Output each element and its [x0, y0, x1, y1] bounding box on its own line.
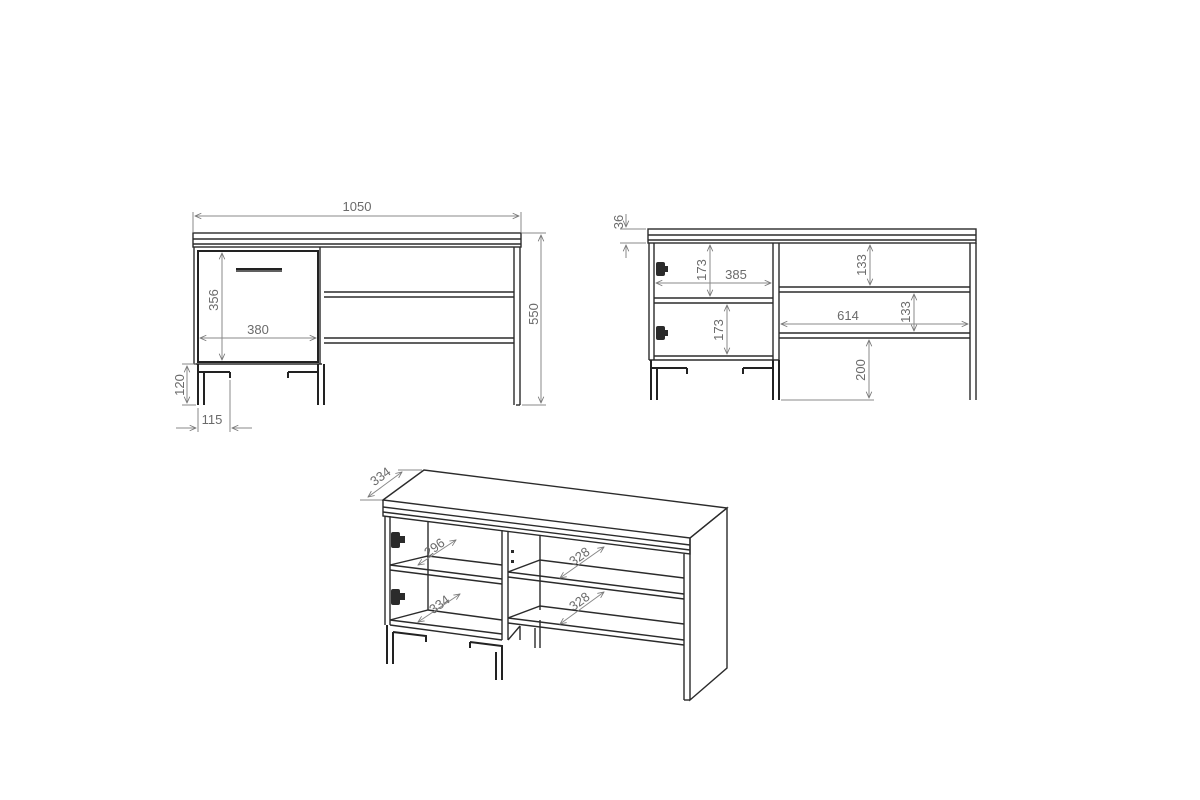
dim-right-upper-label: 133 [854, 254, 869, 276]
open-top-panel [647, 228, 977, 244]
dim-depth-label: 334 [367, 464, 393, 489]
open-leg-left [650, 360, 688, 400]
front-leg-left [197, 364, 231, 405]
iso-right-shelf-upper-back [507, 559, 685, 579]
dim-width-label: 1050 [343, 199, 372, 214]
iso-right-shelf-lower-front [507, 617, 685, 641]
dim-right-upper-depth-line [560, 547, 604, 578]
front-leg-right [287, 364, 325, 405]
iso-right-shelf-lower-edge [507, 622, 685, 646]
hinge-icon [391, 532, 405, 548]
front-drawer [197, 250, 319, 363]
dim-right-width-label: 614 [837, 308, 859, 323]
front-view: 1050 550 356 380 120 115 [172, 199, 546, 432]
dim-height-label: 550 [526, 303, 541, 325]
hinge-icon [391, 589, 405, 605]
dim-left-upper-depth-line [418, 540, 456, 565]
dim-depth-line [368, 472, 402, 497]
hinge-icon [656, 262, 668, 276]
iso-right-side [689, 506, 728, 702]
iso-top-band-2 [382, 511, 691, 551]
dim-right-lower-label: 133 [898, 301, 913, 323]
iso-left-shelf-front [389, 564, 503, 580]
open-leg-right [742, 360, 780, 400]
dim-top-label: 36 [611, 215, 626, 229]
iso-leg-right [469, 641, 503, 680]
iso-leg-left [386, 625, 427, 664]
iso-left-bottom-front [389, 619, 503, 635]
dim-clearance-label: 200 [853, 359, 868, 381]
iso-left-bottom [389, 609, 503, 641]
dim-right-upper-depth-label: 328 [566, 544, 592, 569]
iso-right-shelf-lower-back [507, 605, 685, 625]
dim-leg-height-label: 120 [172, 374, 187, 396]
iso-view: 334 296 334 328 328 [360, 464, 729, 702]
dim-drawer-width-label: 380 [247, 322, 269, 337]
shelf-pin-icon [511, 560, 514, 563]
iso-top-band-1 [382, 506, 691, 546]
iso-leg-back [507, 620, 541, 648]
dim-left-lower-depth-line [418, 594, 460, 622]
open-view: 36 173 173 385 133 133 614 200 [611, 214, 977, 401]
dim-left-upper-label: 173 [694, 259, 709, 281]
dim-right-lower-depth-line [560, 592, 604, 624]
dim-drawer-height-label: 356 [206, 289, 221, 311]
hinge-icon [656, 326, 668, 340]
shelf-pin-icon [511, 550, 514, 553]
front-top-panel [192, 232, 522, 248]
iso-left-shelf [389, 555, 503, 585]
iso-right-shelf-upper-front [507, 571, 685, 595]
dim-left-width-label: 385 [725, 267, 747, 282]
iso-right-shelf-upper-edge [507, 576, 685, 600]
dim-offset-label: 115 [202, 412, 223, 427]
dim-left-lower-label: 173 [711, 319, 726, 341]
